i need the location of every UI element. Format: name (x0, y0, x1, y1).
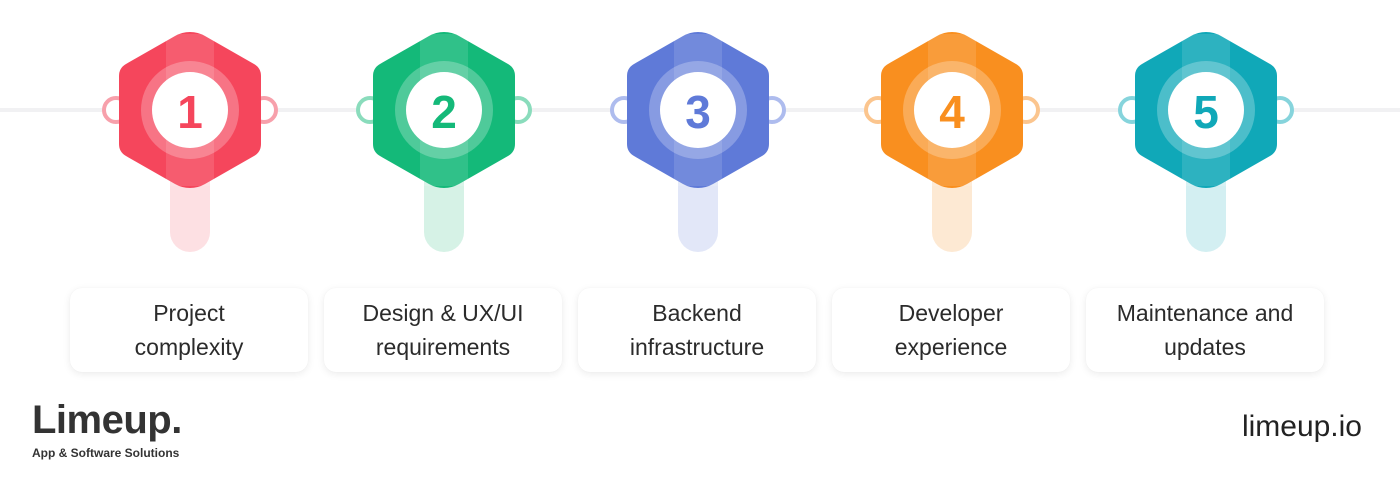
brand-name: Limeup. (32, 398, 182, 442)
step-label: Maintenance and updates (1116, 300, 1294, 360)
step-card: Maintenance and updates (1086, 288, 1324, 372)
step-number: 5 (1193, 86, 1219, 138)
step-number: 1 (177, 86, 203, 138)
step-number: 4 (939, 86, 965, 138)
hexagon-icon (1118, 32, 1294, 252)
step-number: 3 (685, 86, 711, 138)
step-card: Developer experience (832, 288, 1070, 372)
number-circle (660, 72, 736, 148)
hexagon-badge: 1 (70, 0, 310, 260)
step-number: 2 (431, 86, 457, 138)
site-url: limeup.io (1241, 410, 1362, 443)
step-label: Project complexity (134, 300, 244, 360)
hexagon-badge: 2 (324, 0, 564, 260)
brand-logo: Limeup. App & Software Solutions (32, 398, 182, 460)
step-label: Backend infrastructure (629, 300, 765, 360)
step-card: Project complexity (70, 288, 308, 372)
hexagon-badge: 3 (578, 0, 818, 260)
hexagon-icon (864, 32, 1040, 252)
step-card: Backend infrastructure (578, 288, 816, 372)
hexagon-icon (610, 32, 786, 252)
number-circle (152, 72, 228, 148)
brand-tagline: App & Software Solutions (32, 446, 180, 460)
number-circle (914, 72, 990, 148)
hexagon-icon (102, 32, 278, 252)
step-label: Developer experience (894, 300, 1008, 360)
hexagon-badge: 5 (1086, 0, 1326, 260)
number-circle (1168, 72, 1244, 148)
number-circle (406, 72, 482, 148)
step-card: Design & UX/UI requirements (324, 288, 562, 372)
hexagon-badge: 4 (832, 0, 1072, 260)
hexagon-icon (356, 32, 532, 252)
step-label: Design & UX/UI requirements (362, 300, 524, 360)
